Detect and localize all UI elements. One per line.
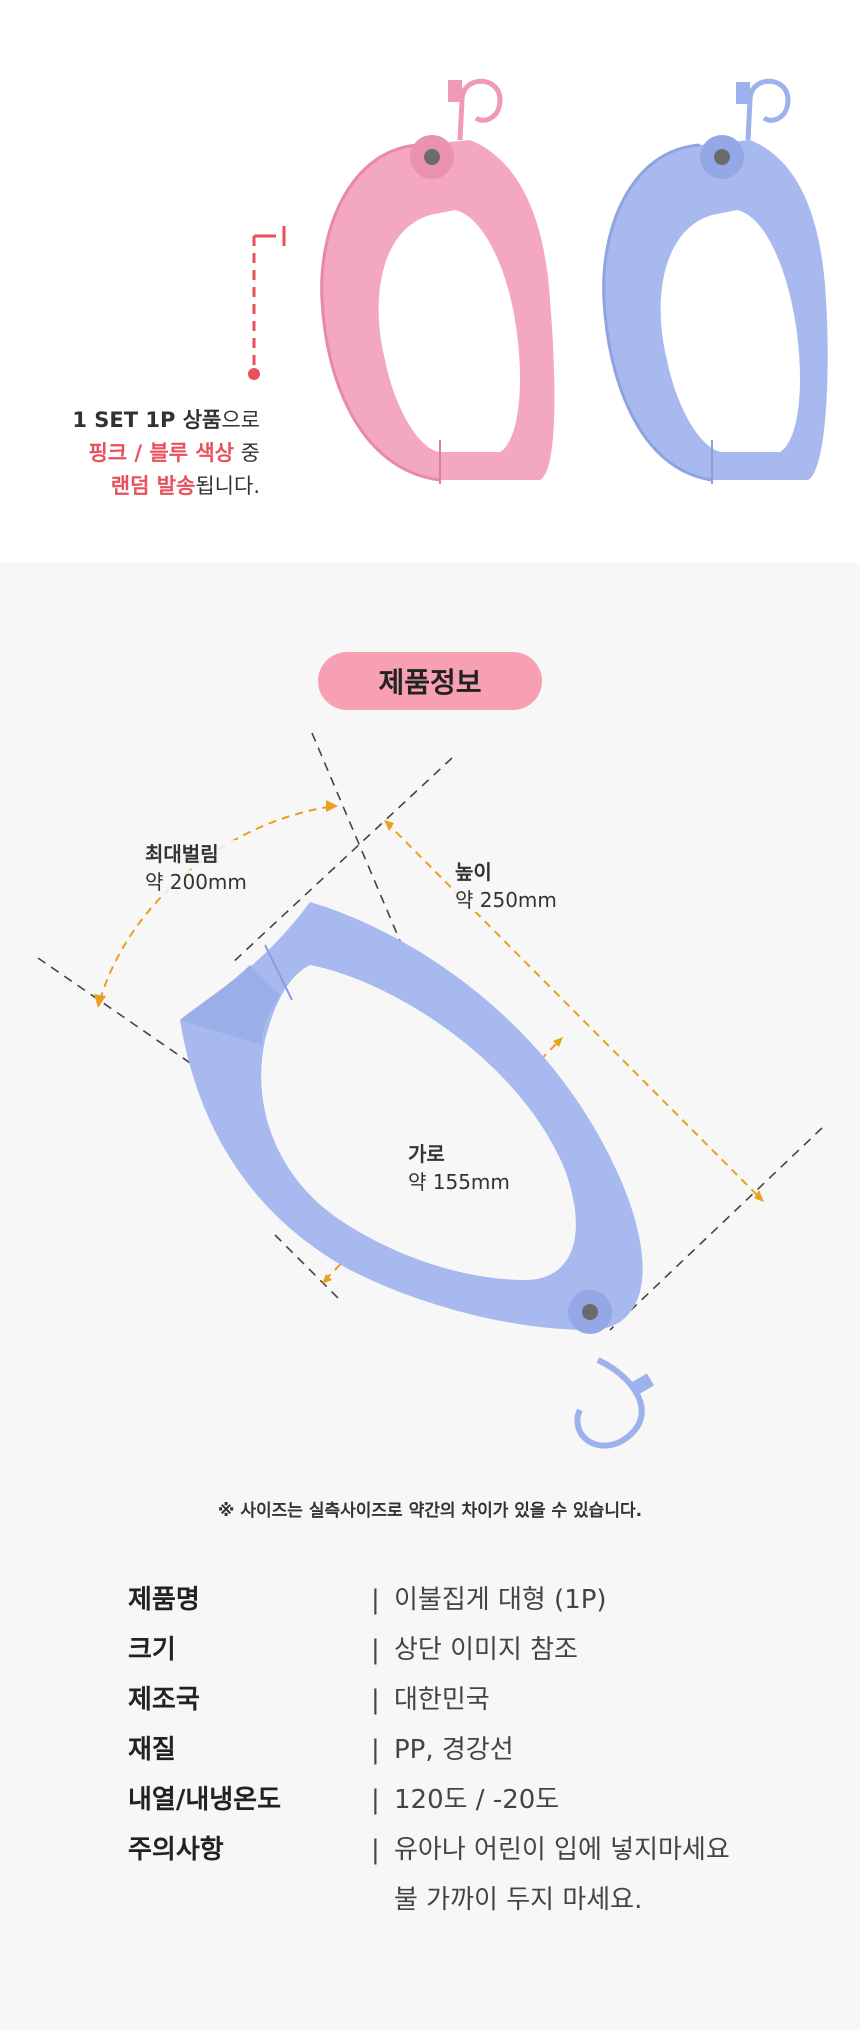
spec-value: 이불집게 대형 (1P) bbox=[394, 1585, 607, 1615]
spec-key: 주의사항 bbox=[128, 1835, 224, 1865]
spec-key: 제조국 bbox=[128, 1685, 200, 1715]
spec-separator: | bbox=[371, 1585, 380, 1615]
spec-value: 유아나 어린이 입에 넣지마세요 bbox=[394, 1835, 730, 1865]
spec-key: 재질 bbox=[128, 1735, 176, 1765]
blue-clip-image bbox=[602, 78, 828, 484]
width-title: 가로 bbox=[408, 1140, 510, 1168]
spec-key: 내열/내냉온도 bbox=[128, 1785, 282, 1815]
section-title: 제품정보 bbox=[378, 666, 482, 699]
spec-value-line2: 불 가까이 두지 마세요. bbox=[394, 1885, 643, 1915]
spec-value: 120도 / -20도 bbox=[394, 1785, 560, 1815]
spec-key: 제품명 bbox=[128, 1585, 200, 1615]
spec-row-size: 크기 | 상단 이미지 참조 bbox=[128, 1625, 828, 1675]
set-notice-line2: 핑크 / 블루 색상 중 bbox=[88, 441, 260, 465]
opening-title: 최대벌림 bbox=[145, 840, 247, 868]
spec-row-caution: 주의사항 | 유아나 어린이 입에 넣지마세요 불 가까이 두지 마세요. bbox=[128, 1825, 828, 1915]
spec-separator: | bbox=[371, 1685, 380, 1715]
pointer-marker bbox=[248, 226, 286, 380]
product-photo-section: 1 SET 1P 상품으로 핑크 / 블루 색상 중 랜덤 발송됩니다. bbox=[0, 0, 860, 563]
size-disclaimer: ※ 사이즈는 실측사이즈로 약간의 차이가 있을 수 있습니다. bbox=[217, 1501, 643, 1521]
set-notice-line1: 1 SET 1P 상품으로 bbox=[72, 408, 260, 432]
pink-clip-image bbox=[320, 78, 555, 484]
spec-separator: | bbox=[371, 1635, 380, 1665]
opening-dimension-label: 최대벌림 약 200mm bbox=[145, 840, 247, 896]
height-title: 높이 bbox=[455, 858, 557, 886]
spec-value: 대한민국 bbox=[394, 1685, 490, 1715]
height-value: 약 250mm bbox=[455, 888, 557, 912]
spec-row-product-name: 제품명 | 이불집게 대형 (1P) bbox=[128, 1575, 828, 1625]
spec-row-temperature: 내열/내냉온도 | 120도 / -20도 bbox=[128, 1775, 828, 1825]
spec-separator: | bbox=[371, 1735, 380, 1765]
spec-row-material: 재질 | PP, 경강선 bbox=[128, 1725, 828, 1775]
dimension-diagram bbox=[37, 732, 823, 1449]
width-value: 약 155mm bbox=[408, 1170, 510, 1194]
height-dimension-label: 높이 약 250mm bbox=[455, 858, 557, 914]
blue-clip-dimension-image bbox=[180, 902, 655, 1449]
set-notice: 1 SET 1P 상품으로 핑크 / 블루 색상 중 랜덤 발송됩니다. bbox=[72, 404, 260, 503]
opening-value: 약 200mm bbox=[145, 870, 247, 894]
section-title-pill: 제품정보 bbox=[318, 652, 542, 710]
spec-row-origin: 제조국 | 대한민국 bbox=[128, 1675, 828, 1725]
spec-value: PP, 경강선 bbox=[394, 1735, 514, 1765]
spec-value: 상단 이미지 참조 bbox=[394, 1635, 578, 1665]
spec-table: 제품명 | 이불집게 대형 (1P) 크기 | 상단 이미지 참조 제조국 | … bbox=[128, 1575, 828, 1915]
spec-key: 크기 bbox=[128, 1635, 176, 1665]
width-dimension-label: 가로 약 155mm bbox=[408, 1140, 510, 1196]
product-photo bbox=[248, 78, 828, 484]
set-notice-line3: 랜덤 발송됩니다. bbox=[110, 474, 260, 498]
spec-separator: | bbox=[371, 1835, 380, 1865]
spec-separator: | bbox=[371, 1785, 380, 1815]
